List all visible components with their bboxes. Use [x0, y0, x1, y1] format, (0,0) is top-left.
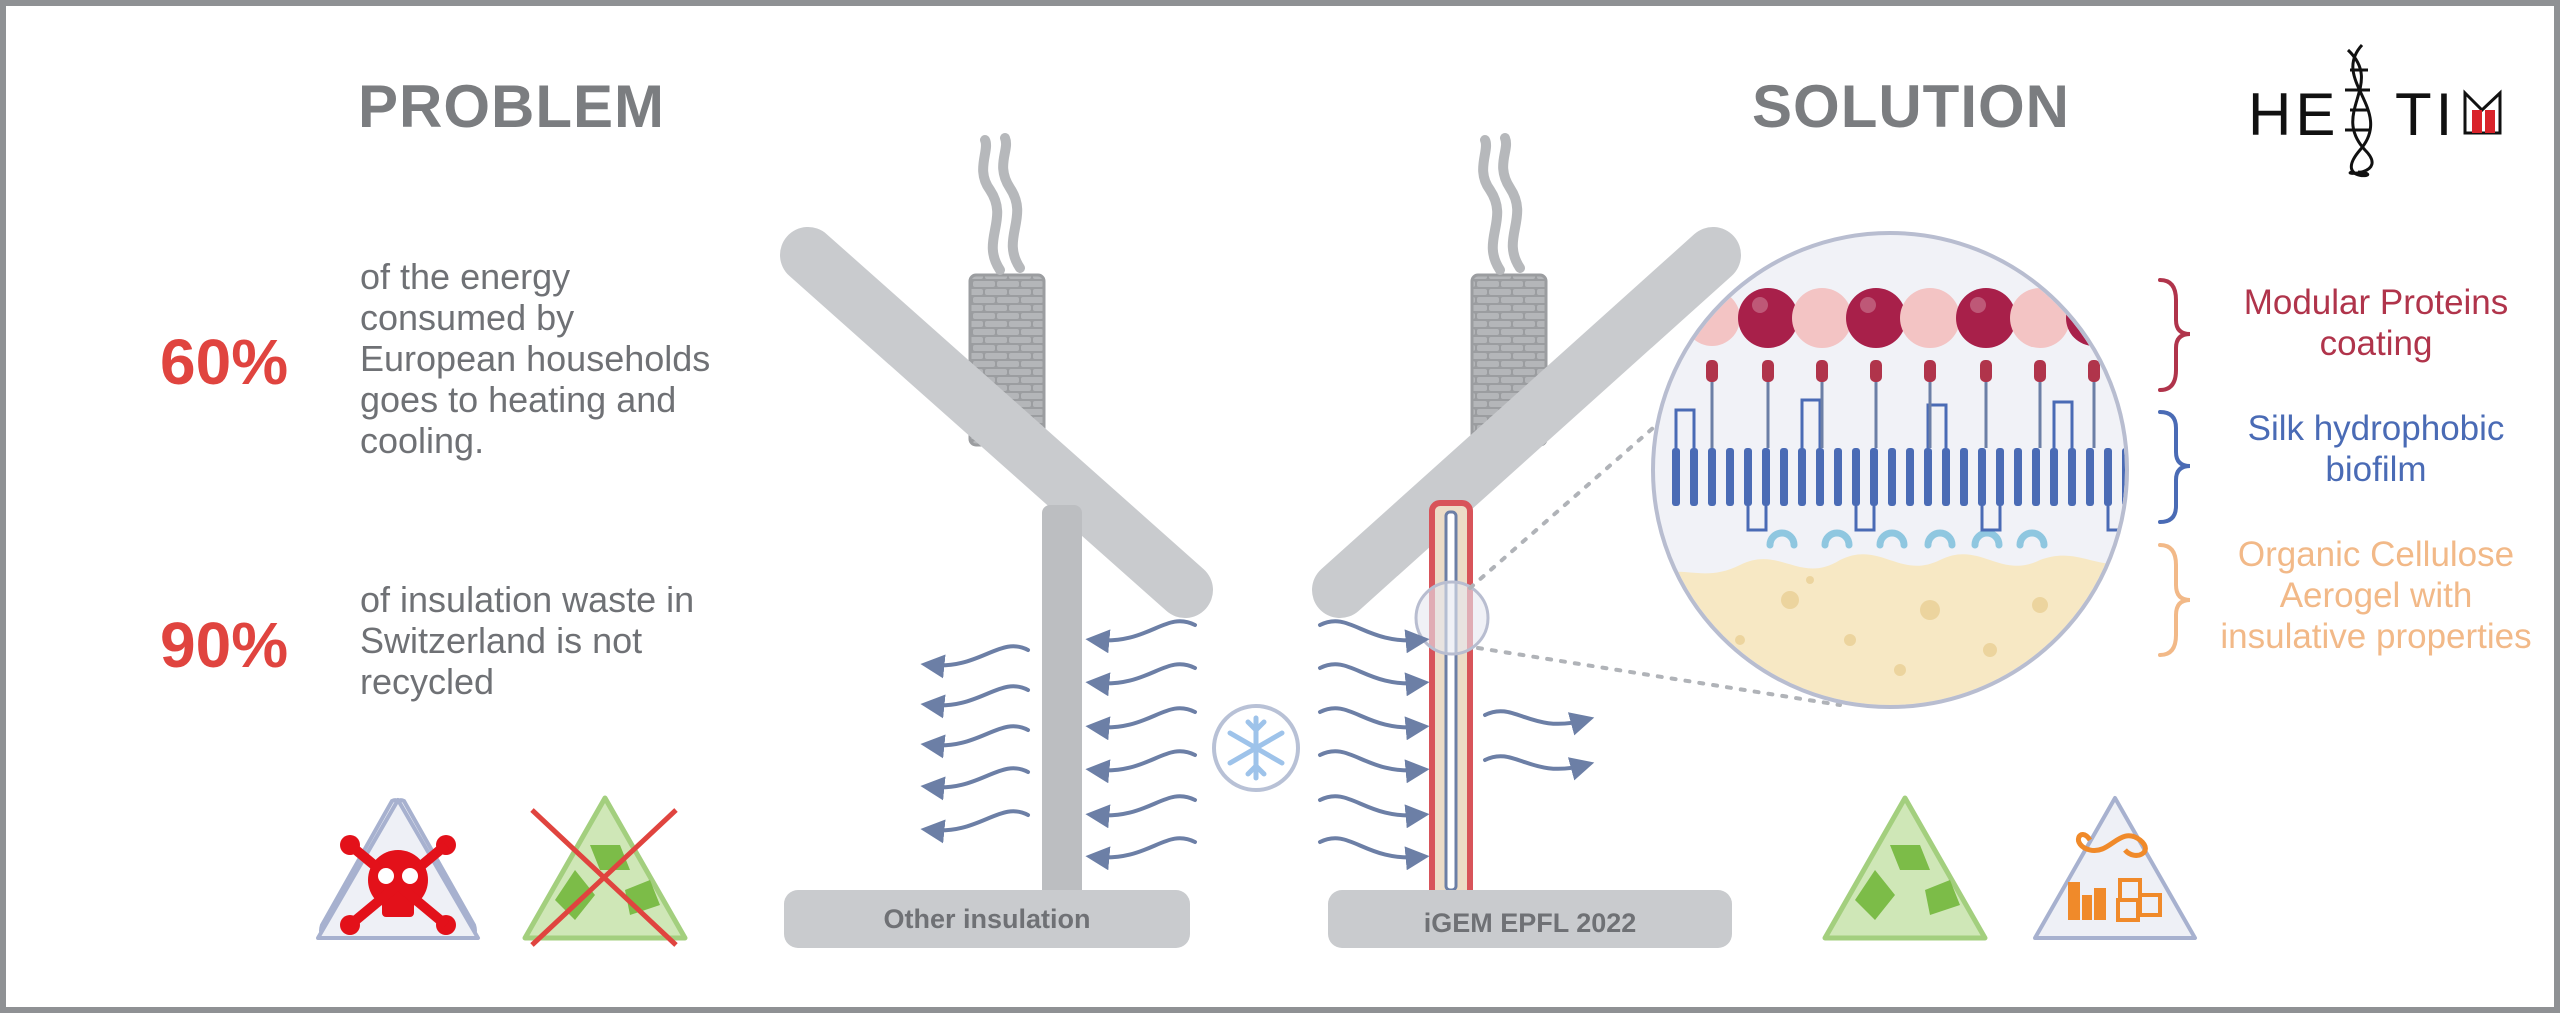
brace-proteins: [2158, 278, 2191, 392]
left-airflow-outside: [920, 644, 1030, 844]
left-smoke: [978, 135, 1005, 275]
zoom-circle: [1651, 231, 2129, 709]
right-house: [1312, 133, 1842, 948]
zoom-marker: [1414, 580, 1490, 656]
circular-construction-icon: [2033, 796, 2197, 940]
toxic-skull-icon: [316, 798, 480, 940]
left-wall: [1042, 505, 1082, 900]
right-smoke: [1478, 135, 1505, 275]
stat-energy-value: 60%: [160, 326, 289, 398]
left-wall-label: Other insulation: [883, 904, 1091, 934]
right-base: [1328, 890, 1732, 948]
binding-hooks: [1766, 529, 2048, 549]
stat-waste-value: 90%: [160, 609, 289, 681]
snowflake-icon: [1212, 704, 1300, 792]
logo-text-right: TI: [2395, 81, 2457, 148]
brace-silk: [2158, 410, 2191, 524]
right-roof: [1312, 227, 1741, 618]
silk-biofilm-layer: [1672, 448, 2125, 506]
logo-house-icon: [2463, 89, 2502, 135]
solution-heading: SOLUTION: [1752, 73, 2070, 140]
stat-waste-text: of insulation waste in Switzerland is no…: [360, 579, 695, 702]
recycling-icon: [1822, 795, 1988, 941]
layer-braces: [2158, 278, 2191, 657]
left-house: [780, 133, 1213, 948]
label-modular-proteins: Modular Proteins coating: [2243, 283, 2509, 363]
dna-logo-icon: [2345, 43, 2374, 178]
left-airflow-inside: [1085, 619, 1197, 871]
stat-energy-text: of the energy consumed by European house…: [360, 256, 711, 461]
left-base: [784, 890, 1190, 948]
problem-heading: PROBLEM: [358, 73, 665, 140]
label-silk-biofilm: Silk hydrophobic biofilm: [2247, 409, 2505, 489]
logo-text-left: HE: [2248, 81, 2340, 148]
aerogel-layer: [1655, 554, 2125, 705]
label-cellulose-aerogel: Organic Cellulose Aerogel with insulativ…: [2220, 535, 2532, 656]
right-airflow-outside: [1318, 619, 1430, 871]
no-recycling-icon: [522, 795, 688, 947]
right-airflow-inside: [1483, 709, 1595, 781]
protein-linkers: [1710, 380, 2096, 448]
brace-aerogel: [2158, 543, 2191, 657]
left-roof: [780, 227, 1213, 618]
right-wall-label: iGEM EPFL 2022: [1423, 908, 1637, 938]
